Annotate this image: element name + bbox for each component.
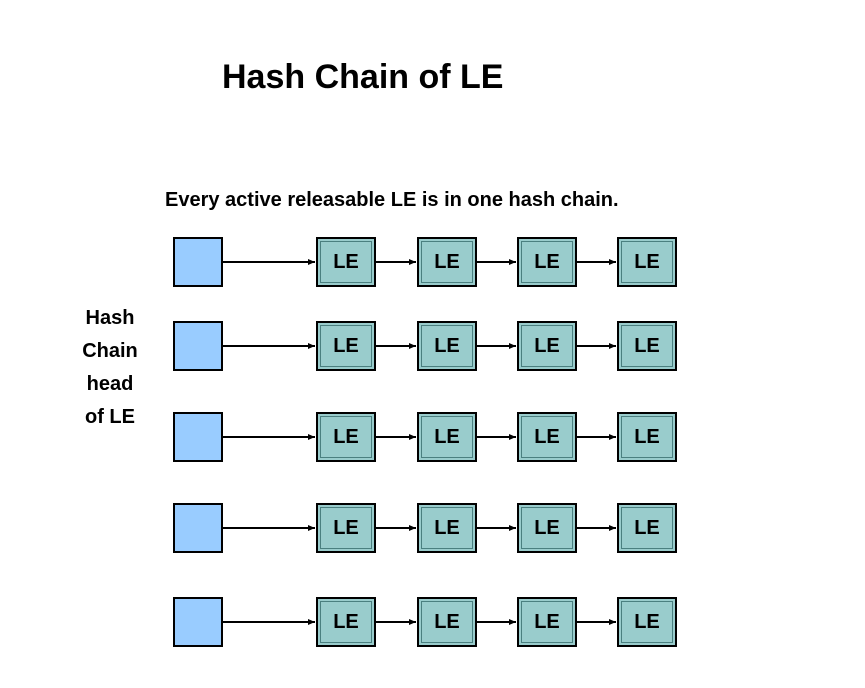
le-node: LE [417, 412, 477, 462]
le-node: LE [316, 597, 376, 647]
le-node: LE [517, 412, 577, 462]
le-node: LE [617, 237, 677, 287]
le-node: LE [417, 237, 477, 287]
le-node: LE [517, 237, 577, 287]
le-node: LE [617, 412, 677, 462]
side-label-line: of LE [85, 406, 135, 428]
hash-chain-head [173, 597, 223, 647]
le-node: LE [316, 237, 376, 287]
hash-chain-head [173, 412, 223, 462]
hash-chain-head [173, 321, 223, 371]
side-label-line: Hash [85, 307, 135, 329]
le-node: LE [417, 503, 477, 553]
side-label-line: Chain [82, 340, 138, 362]
le-node: LE [617, 321, 677, 371]
le-node: LE [517, 503, 577, 553]
side-label-line: head [86, 373, 134, 395]
hash-chain-head [173, 503, 223, 553]
le-node: LE [316, 412, 376, 462]
hash-chain-head [173, 237, 223, 287]
page-title: Hash Chain of LE [222, 58, 504, 96]
hash-chain-head-label: Hash Chain head of LE [68, 302, 152, 434]
le-node: LE [617, 597, 677, 647]
le-node: LE [417, 321, 477, 371]
le-node: LE [316, 321, 376, 371]
le-node: LE [417, 597, 477, 647]
le-node: LE [617, 503, 677, 553]
subtitle: Every active releasable LE is in one has… [165, 189, 619, 211]
le-node: LE [316, 503, 376, 553]
le-node: LE [517, 597, 577, 647]
le-node: LE [517, 321, 577, 371]
